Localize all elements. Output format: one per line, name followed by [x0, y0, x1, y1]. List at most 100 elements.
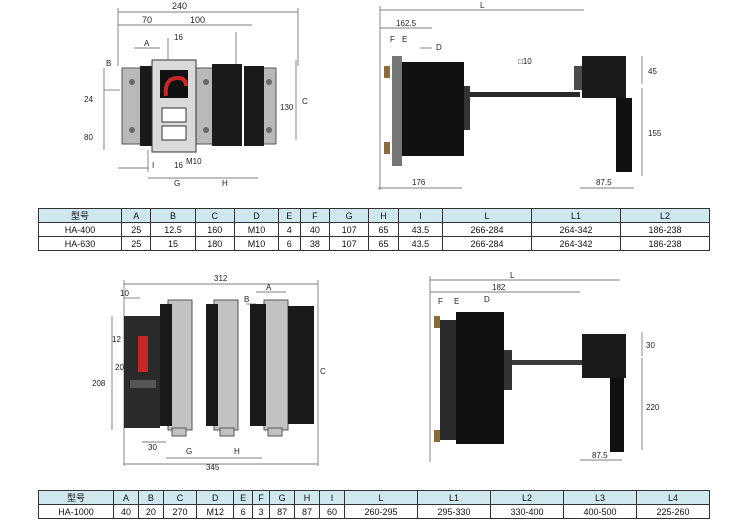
- table-cell: HA-400: [38, 222, 122, 237]
- table-cell: 4: [278, 222, 301, 237]
- table-header-cell: L2: [620, 208, 710, 223]
- table-header-row: 型号 A B C D E F G H I L L1 L2: [38, 208, 710, 223]
- bottom-front-view-drawing: 312 10 A B 12 20 208 C 30 G H 345: [92, 274, 326, 472]
- top-front-dim-70: 70: [142, 15, 152, 25]
- bottom-front-dim-g: G: [186, 447, 192, 456]
- spec-table-ha1000: 型号 A B C D E F G H I L L1 L2 L3 L4 HA-10…: [38, 490, 710, 519]
- table-header-row: 型号 A B C D E F G H I L L1 L2 L3 L4: [38, 490, 710, 505]
- table-header-cell: B: [137, 490, 164, 505]
- table-header-cell: L2: [490, 490, 564, 505]
- table-cell: 3: [251, 504, 271, 519]
- table-header-cell: D: [233, 208, 280, 223]
- table-header-cell: L4: [636, 490, 710, 505]
- table-header-cell: E: [278, 208, 301, 223]
- bottom-front-dim-12: 12: [112, 335, 121, 344]
- table-cell: 6: [278, 236, 301, 251]
- table-cell: 87: [269, 504, 296, 519]
- table-cell: M10: [233, 236, 280, 251]
- top-front-dim-16-top: 16: [174, 33, 183, 42]
- top-side-dim-shaft: □10: [518, 57, 532, 66]
- top-front-dim-h: H: [222, 179, 228, 188]
- table-cell: 65: [368, 236, 399, 251]
- bottom-side-dim-d: D: [484, 295, 490, 304]
- top-front-dim-c: C: [302, 97, 308, 106]
- spec-table-ha400-ha630: 型号 A B C D E F G H I L L1 L2 HA-400 25 1…: [38, 208, 710, 251]
- table-header-cell: 型号: [38, 490, 114, 505]
- table-header-cell: G: [329, 208, 370, 223]
- top-side-dim-f: F: [390, 35, 395, 44]
- table-header-cell: A: [120, 208, 152, 223]
- table-cell: 260-295: [344, 504, 418, 519]
- bottom-front-dim-30: 30: [148, 443, 157, 452]
- table-cell: 330-400: [490, 504, 564, 519]
- table-row: HA-400 25 12.5 160 M10 4 40 107 65 43.5 …: [38, 222, 710, 237]
- bottom-front-dim-h: H: [234, 447, 240, 456]
- bottom-side-view-drawing: L 182 F E D 30 220 87.5: [429, 271, 660, 462]
- bottom-front-dim-20: 20: [115, 363, 124, 372]
- bottom-front-dim-a: A: [266, 283, 272, 292]
- bottom-side-dim-f: F: [438, 297, 443, 306]
- table-cell: HA-1000: [38, 504, 114, 519]
- top-side-dim-l: L: [480, 1, 485, 10]
- top-side-dim-87-5: 87.5: [596, 178, 612, 187]
- top-side-dim-176: 176: [412, 178, 426, 187]
- table-cell: 160: [194, 222, 235, 237]
- table-cell: 266-284: [442, 236, 532, 251]
- top-front-dim-m10: M10: [186, 157, 202, 166]
- top-side-dim-162-5: 162.5: [396, 19, 417, 28]
- bottom-front-dim-b: B: [244, 295, 249, 304]
- table-cell: 87: [294, 504, 321, 519]
- table-header-cell: H: [368, 208, 399, 223]
- top-side-dim-d: D: [436, 43, 442, 52]
- top-front-dim-a: A: [144, 39, 150, 48]
- top-front-dim-16-bottom: 16: [174, 161, 183, 170]
- top-side-dim-155: 155: [648, 129, 662, 138]
- table-cell: 266-284: [442, 222, 532, 237]
- table-row: HA-630 25 15 180 M10 6 38 107 65 43.5 26…: [38, 236, 710, 251]
- table-cell: HA-630: [38, 236, 122, 251]
- table-cell: 107: [329, 222, 370, 237]
- table-cell: 295-330: [417, 504, 491, 519]
- table-cell: 186-238: [620, 236, 710, 251]
- top-side-dim-e: E: [402, 35, 407, 44]
- top-side-view-drawing: L 162.5 F E D □10 45 155 176 87.5: [378, 1, 662, 190]
- table-header-cell: F: [299, 208, 331, 223]
- table-cell: 25: [120, 222, 152, 237]
- table-header-cell: L1: [531, 208, 621, 223]
- bottom-side-dim-87-5: 87.5: [592, 451, 608, 460]
- bottom-front-dim-c: C: [320, 367, 326, 376]
- table-header-cell: 型号: [38, 208, 122, 223]
- bottom-front-dim-208: 208: [92, 379, 106, 388]
- table-cell: M10: [233, 222, 280, 237]
- table-cell: 180: [194, 236, 235, 251]
- table-cell: 12.5: [150, 222, 196, 237]
- table-cell: 43.5: [397, 222, 444, 237]
- table-cell: 6: [233, 504, 253, 519]
- table-cell: 25: [120, 236, 152, 251]
- top-front-dim-b: B: [106, 59, 111, 68]
- bottom-side-dim-220: 220: [646, 403, 660, 412]
- table-cell: 43.5: [397, 236, 444, 251]
- top-front-dim-100: 100: [190, 15, 205, 25]
- table-header-cell: I: [319, 490, 345, 505]
- top-side-dim-45: 45: [648, 67, 657, 76]
- table-cell: 107: [329, 236, 370, 251]
- table-header-cell: F: [251, 490, 271, 505]
- table-cell: 270: [162, 504, 198, 519]
- top-front-dim-24: 24: [84, 95, 93, 104]
- top-front-view-drawing: 240 70 100 A 16 B 24 80 130 C I 16 M10 G…: [84, 1, 308, 188]
- top-front-dim-130: 130: [280, 103, 294, 112]
- bottom-front-dim-312: 312: [214, 274, 228, 283]
- bottom-side-dim-30: 30: [646, 341, 655, 350]
- bottom-side-dim-l: L: [510, 271, 515, 280]
- bottom-side-dim-e: E: [454, 297, 459, 306]
- table-header-cell: D: [196, 490, 235, 505]
- table-cell: 264-342: [531, 222, 621, 237]
- bottom-front-dim-10: 10: [120, 289, 129, 298]
- table-row: HA-1000 40 20 270 M12 6 3 87 87 60 260-2…: [38, 504, 710, 519]
- table-cell: 15: [150, 236, 196, 251]
- table-cell: 40: [113, 504, 139, 519]
- table-header-cell: E: [233, 490, 253, 505]
- table-header-cell: C: [162, 490, 198, 505]
- top-front-dim-overall: 240: [172, 1, 187, 11]
